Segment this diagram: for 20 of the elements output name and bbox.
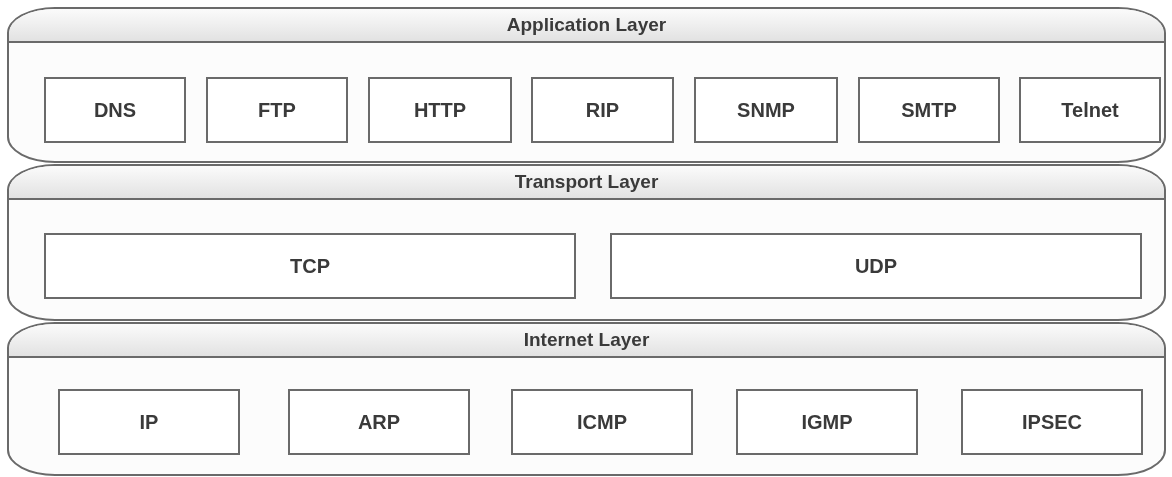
protocol-box: Telnet	[1019, 77, 1161, 143]
layer-heading: Internet Layer	[9, 324, 1164, 358]
protocol-box: SMTP	[858, 77, 1000, 143]
protocol-box: IGMP	[736, 389, 918, 455]
protocol-box: IPSEC	[961, 389, 1143, 455]
layer-panel	[7, 7, 1166, 163]
layer-panel	[7, 322, 1166, 476]
layer-panel	[7, 164, 1166, 321]
layer-heading: Transport Layer	[9, 166, 1164, 200]
protocol-box: TCP	[44, 233, 576, 299]
protocol-box: IP	[58, 389, 240, 455]
protocol-box: ARP	[288, 389, 470, 455]
protocol-box: ICMP	[511, 389, 693, 455]
protocol-box: RIP	[531, 77, 674, 143]
protocol-box: SNMP	[694, 77, 838, 143]
layer-heading: Application Layer	[9, 9, 1164, 43]
protocol-box: DNS	[44, 77, 186, 143]
protocol-box: UDP	[610, 233, 1142, 299]
protocol-box: FTP	[206, 77, 348, 143]
protocol-box: HTTP	[368, 77, 512, 143]
